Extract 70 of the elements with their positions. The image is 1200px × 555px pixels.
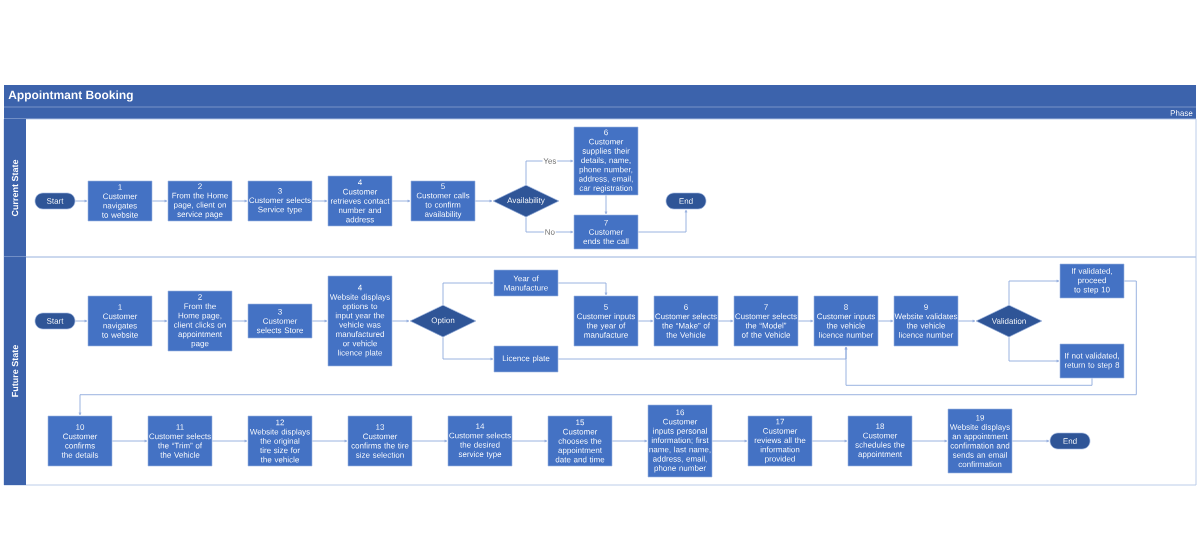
process-box: 6 Customer supplies their details, name, phone number, address, email, car registration <box>573 126 639 196</box>
process-box: 4 Website displays options to input year the vehicle was manufactured or vehicle licence plate <box>327 275 393 367</box>
process-box: Licence plate <box>493 345 559 373</box>
arrow <box>604 194 608 215</box>
arrow <box>877 319 894 323</box>
arrow <box>844 346 1093 386</box>
arrow <box>474 199 493 203</box>
arrow <box>525 216 574 234</box>
arrow <box>1008 336 1060 363</box>
arrow <box>511 439 548 443</box>
process-box: 13 Customer confirms the tire size selection <box>347 415 413 467</box>
arrow <box>211 439 248 443</box>
arrow <box>711 439 748 443</box>
process-box: Year of Manufacture <box>493 269 559 297</box>
process-box: 5 Customer calls to confirm availability <box>410 180 476 222</box>
arrow <box>231 199 248 203</box>
process-box: 15 Customer chooses the appointment date and time <box>547 415 613 467</box>
process-box: 3 Customer selects Store <box>247 303 313 339</box>
process-box: 14 Customer selects the desired service type <box>447 415 513 467</box>
process-box: 1 Customer navigates to website <box>87 180 153 222</box>
arrow <box>442 336 494 361</box>
arrow <box>911 439 948 443</box>
arrow <box>311 199 328 203</box>
arrow <box>311 439 348 443</box>
title-bar: Appointmant Booking <box>4 85 1196 107</box>
arrow <box>637 209 688 233</box>
arrow <box>811 439 848 443</box>
process-box: 4 Customer retrieves contact number and address <box>327 175 393 227</box>
process-box: 5 Customer inputs the year of manufacture <box>573 295 639 347</box>
arrow <box>74 199 88 203</box>
process-box: If not validated, return to step 8 <box>1059 343 1125 379</box>
process-box: 6 Customer selects the “Make” of the Vehicle <box>653 295 719 347</box>
process-box: 8 Customer inputs the vehicle licence number <box>813 295 879 347</box>
arrow <box>151 199 168 203</box>
arrow <box>391 199 411 203</box>
edge-label: No <box>543 228 556 236</box>
arrow <box>411 439 448 443</box>
arrow <box>717 319 734 323</box>
process-box: 19 Website displays an appointment confirmation and sends an email confirmation <box>947 408 1013 474</box>
arrow <box>1008 279 1060 306</box>
arrow <box>311 319 328 323</box>
process-box: 9 Website validates the vehicle licence number <box>893 295 959 347</box>
arrow <box>525 159 574 186</box>
arrow <box>957 319 976 323</box>
arrow <box>111 439 148 443</box>
process-box: 12 Website displays the original tire size for the vehicle <box>247 415 313 467</box>
arrow <box>78 280 1137 416</box>
arrow <box>797 319 814 323</box>
arrow <box>637 319 654 323</box>
process-box: 7 Customer selects the “Model” of the Vehicle <box>733 295 799 347</box>
arrow <box>557 282 608 296</box>
arrow <box>74 319 88 323</box>
edge-label: Yes <box>542 157 558 165</box>
process-box: 2 From the Home page, client on service page <box>167 180 233 222</box>
process-box: 18 Customer schedules the appointment <box>847 415 913 467</box>
process-box: 16 Customer inputs personal information; first name, last name, address, email, phone number <box>647 404 713 478</box>
arrow <box>442 281 494 306</box>
arrow <box>1011 439 1050 443</box>
arrow <box>151 319 168 323</box>
process-box: 1 Customer navigates to website <box>87 295 153 347</box>
process-box: 7 Customer ends the call <box>573 214 639 250</box>
process-box: 10 Customer confirms the details <box>47 415 113 467</box>
process-box: 11 Customer selects the “Trim” of the Vehicle <box>147 415 213 467</box>
process-box: If validated, proceed to step 10 <box>1059 263 1125 299</box>
arrow <box>391 319 410 323</box>
arrow <box>611 439 648 443</box>
arrow <box>231 319 248 323</box>
process-box: 2 From the Home page, client clicks on appointment page <box>167 290 233 352</box>
process-box: 17 Customer reviews all the information provided <box>747 415 813 467</box>
process-box: 3 Customer selects Service type <box>247 180 313 222</box>
